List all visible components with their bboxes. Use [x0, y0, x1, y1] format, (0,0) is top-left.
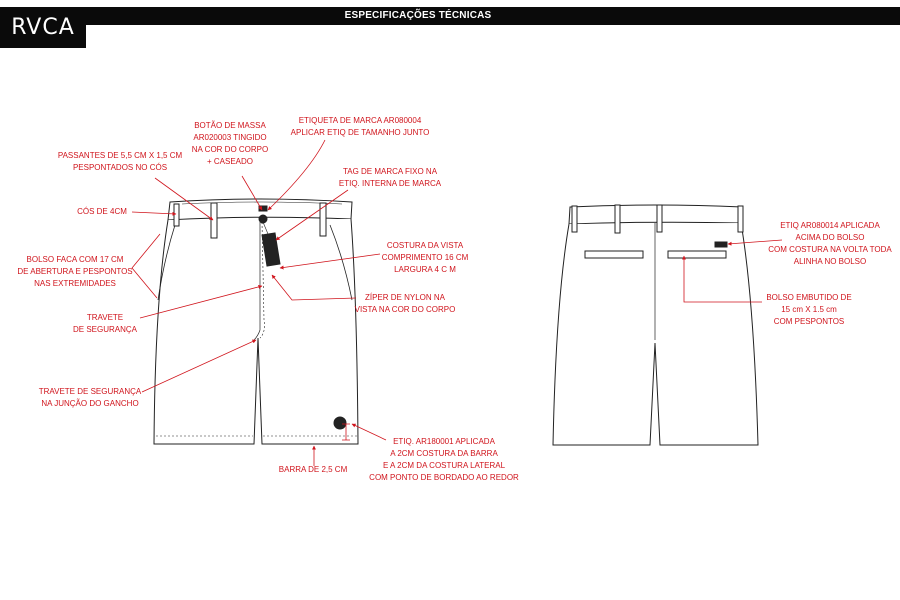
annotation-hem: BARRA DE 2,5 CM — [278, 465, 348, 474]
hang-tag — [261, 232, 281, 267]
front-belt-loop-right — [319, 202, 327, 237]
front-body-outline — [153, 218, 359, 445]
back-waistband — [568, 204, 743, 225]
back-belt-loop-3 — [656, 204, 663, 233]
back-body-outline — [552, 222, 759, 446]
back-shorts — [552, 204, 759, 446]
back-belt-loop-4 — [737, 205, 744, 233]
leader-lines — [131, 139, 783, 466]
back-right-pocket — [667, 250, 727, 259]
annotation-waistband: CÓS DE 4CM — [77, 207, 127, 216]
front-button — [258, 214, 268, 224]
front-shorts — [153, 198, 359, 445]
logo-text: RVCA — [11, 15, 75, 40]
hang-tag-string — [262, 221, 269, 235]
brand-logo: RVCA — [0, 7, 86, 48]
page-title: ESPECIFICAÇÕES TÉCNICAS — [344, 10, 492, 21]
header-bar: ESPECIFICAÇÕES TÉCNICAS — [0, 7, 900, 25]
left-pocket — [157, 224, 176, 301]
front-belt-loop-left — [210, 202, 218, 239]
back-pocket-label — [714, 241, 728, 248]
front-belt-loop-far-left — [173, 203, 180, 227]
back-belt-loop-2 — [614, 204, 621, 234]
back-belt-loop-1 — [571, 205, 578, 233]
right-pocket — [329, 224, 353, 301]
front-crotch-line — [253, 219, 261, 341]
back-left-pocket — [584, 250, 644, 259]
hem-brand-label — [333, 416, 347, 430]
